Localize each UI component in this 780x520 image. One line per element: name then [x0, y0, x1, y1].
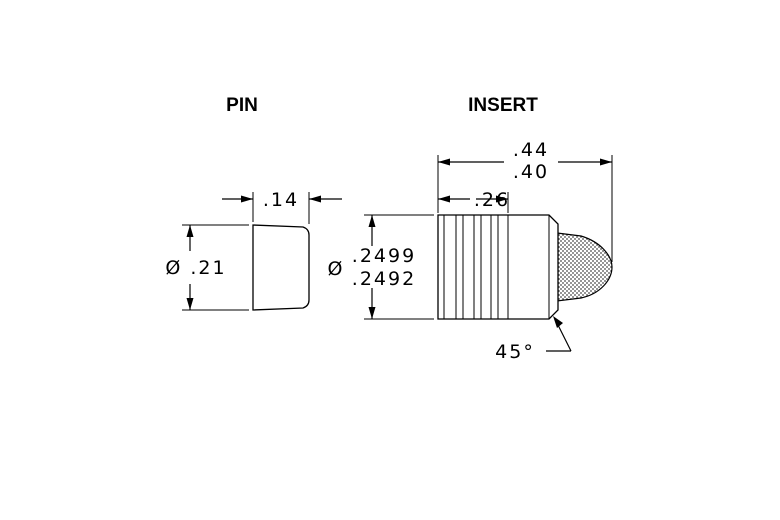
insert-diameter-min-label: .2492 — [352, 268, 416, 290]
insert-length-max-label: .44 — [513, 139, 549, 161]
pin-width-dimension: .14 — [222, 189, 342, 224]
pin-diameter-label: Ø .21 — [165, 257, 226, 279]
pin-diameter-dimension: Ø .21 — [165, 224, 249, 311]
chamfer-angle-label: 45° — [495, 341, 535, 363]
insert-title: INSERT — [468, 95, 538, 116]
insert-nose-knurl — [548, 231, 613, 303]
insert-length-min-label: .40 — [513, 161, 549, 183]
insert-diameter-max-label: .2499 — [352, 245, 416, 267]
chamfer-angle-callout: 45° — [495, 316, 572, 363]
insert-grooves — [443, 215, 550, 319]
insert-body-length-dimension: .26 — [438, 189, 510, 213]
pin-title: PIN — [226, 95, 258, 116]
insert-diameter-dimension: Ø .2499 .2492 — [328, 214, 434, 320]
insert-body-length-label: .26 — [474, 189, 510, 211]
insert-diameter-symbol: Ø — [328, 258, 345, 280]
pin-width-label: .14 — [263, 189, 299, 211]
pin-body — [252, 224, 310, 311]
insert-overall-length-dimension: .44 .40 — [437, 139, 613, 262]
